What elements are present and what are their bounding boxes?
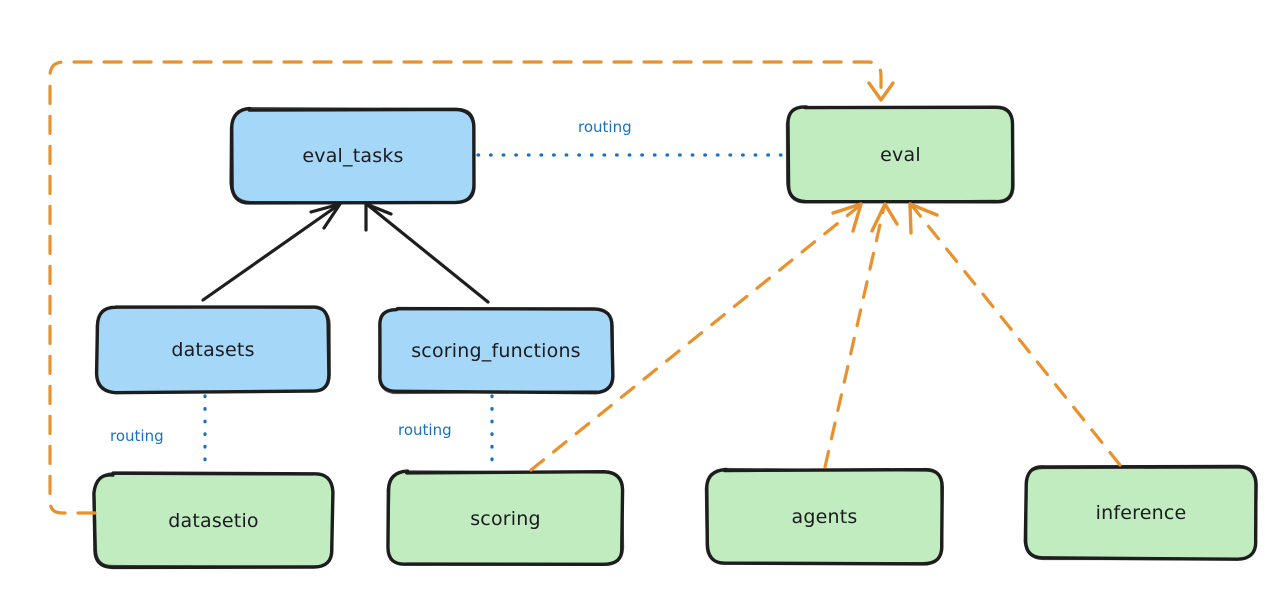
nodes-layer (92, 105, 1258, 570)
node-eval[interactable] (785, 105, 1015, 204)
node-outline (95, 306, 331, 394)
node-fill (787, 106, 1013, 202)
node-outline (387, 470, 625, 566)
edge-datasets-eval-tasks (201, 204, 339, 302)
node-fill (96, 307, 329, 393)
node-scoring[interactable] (386, 469, 625, 566)
edge-scoring-functions-eval-tasks-arrowhead (364, 202, 393, 232)
edge-scoring-eval-arrowhead (831, 202, 863, 233)
edge-scoring-eval (529, 205, 860, 472)
node-fill (231, 108, 474, 203)
edge-datasets-eval-tasks-arrowhead (309, 202, 342, 230)
edge-inference-eval (911, 205, 1122, 467)
node-outline (378, 308, 615, 395)
node-outline (785, 105, 1014, 204)
node-fill (93, 473, 333, 568)
node-outline (231, 106, 476, 205)
node-fill (387, 471, 623, 565)
node-outline (704, 467, 944, 565)
node-fill (706, 469, 943, 564)
node-scoring_functions[interactable] (378, 306, 615, 395)
edge-inference-eval-arrowhead (908, 202, 939, 235)
node-fill (1025, 466, 1256, 560)
edge-agents-eval (823, 205, 886, 469)
edge-agents-eval-arrowhead (870, 202, 899, 233)
edge-datasetio-eval-arrowhead (867, 81, 895, 102)
node-outline (1024, 466, 1258, 561)
node-inference[interactable] (1023, 464, 1258, 561)
node-fill (379, 308, 613, 393)
node-datasetio[interactable] (92, 471, 335, 570)
node-agents[interactable] (704, 467, 944, 566)
edge-scoring-functions-eval-tasks (367, 204, 490, 304)
node-eval_tasks[interactable] (229, 106, 476, 205)
edge-datasetio-eval (48, 60, 883, 515)
edges-layer (48, 60, 1122, 515)
node-outline (93, 472, 335, 568)
node-datasets[interactable] (94, 305, 331, 395)
